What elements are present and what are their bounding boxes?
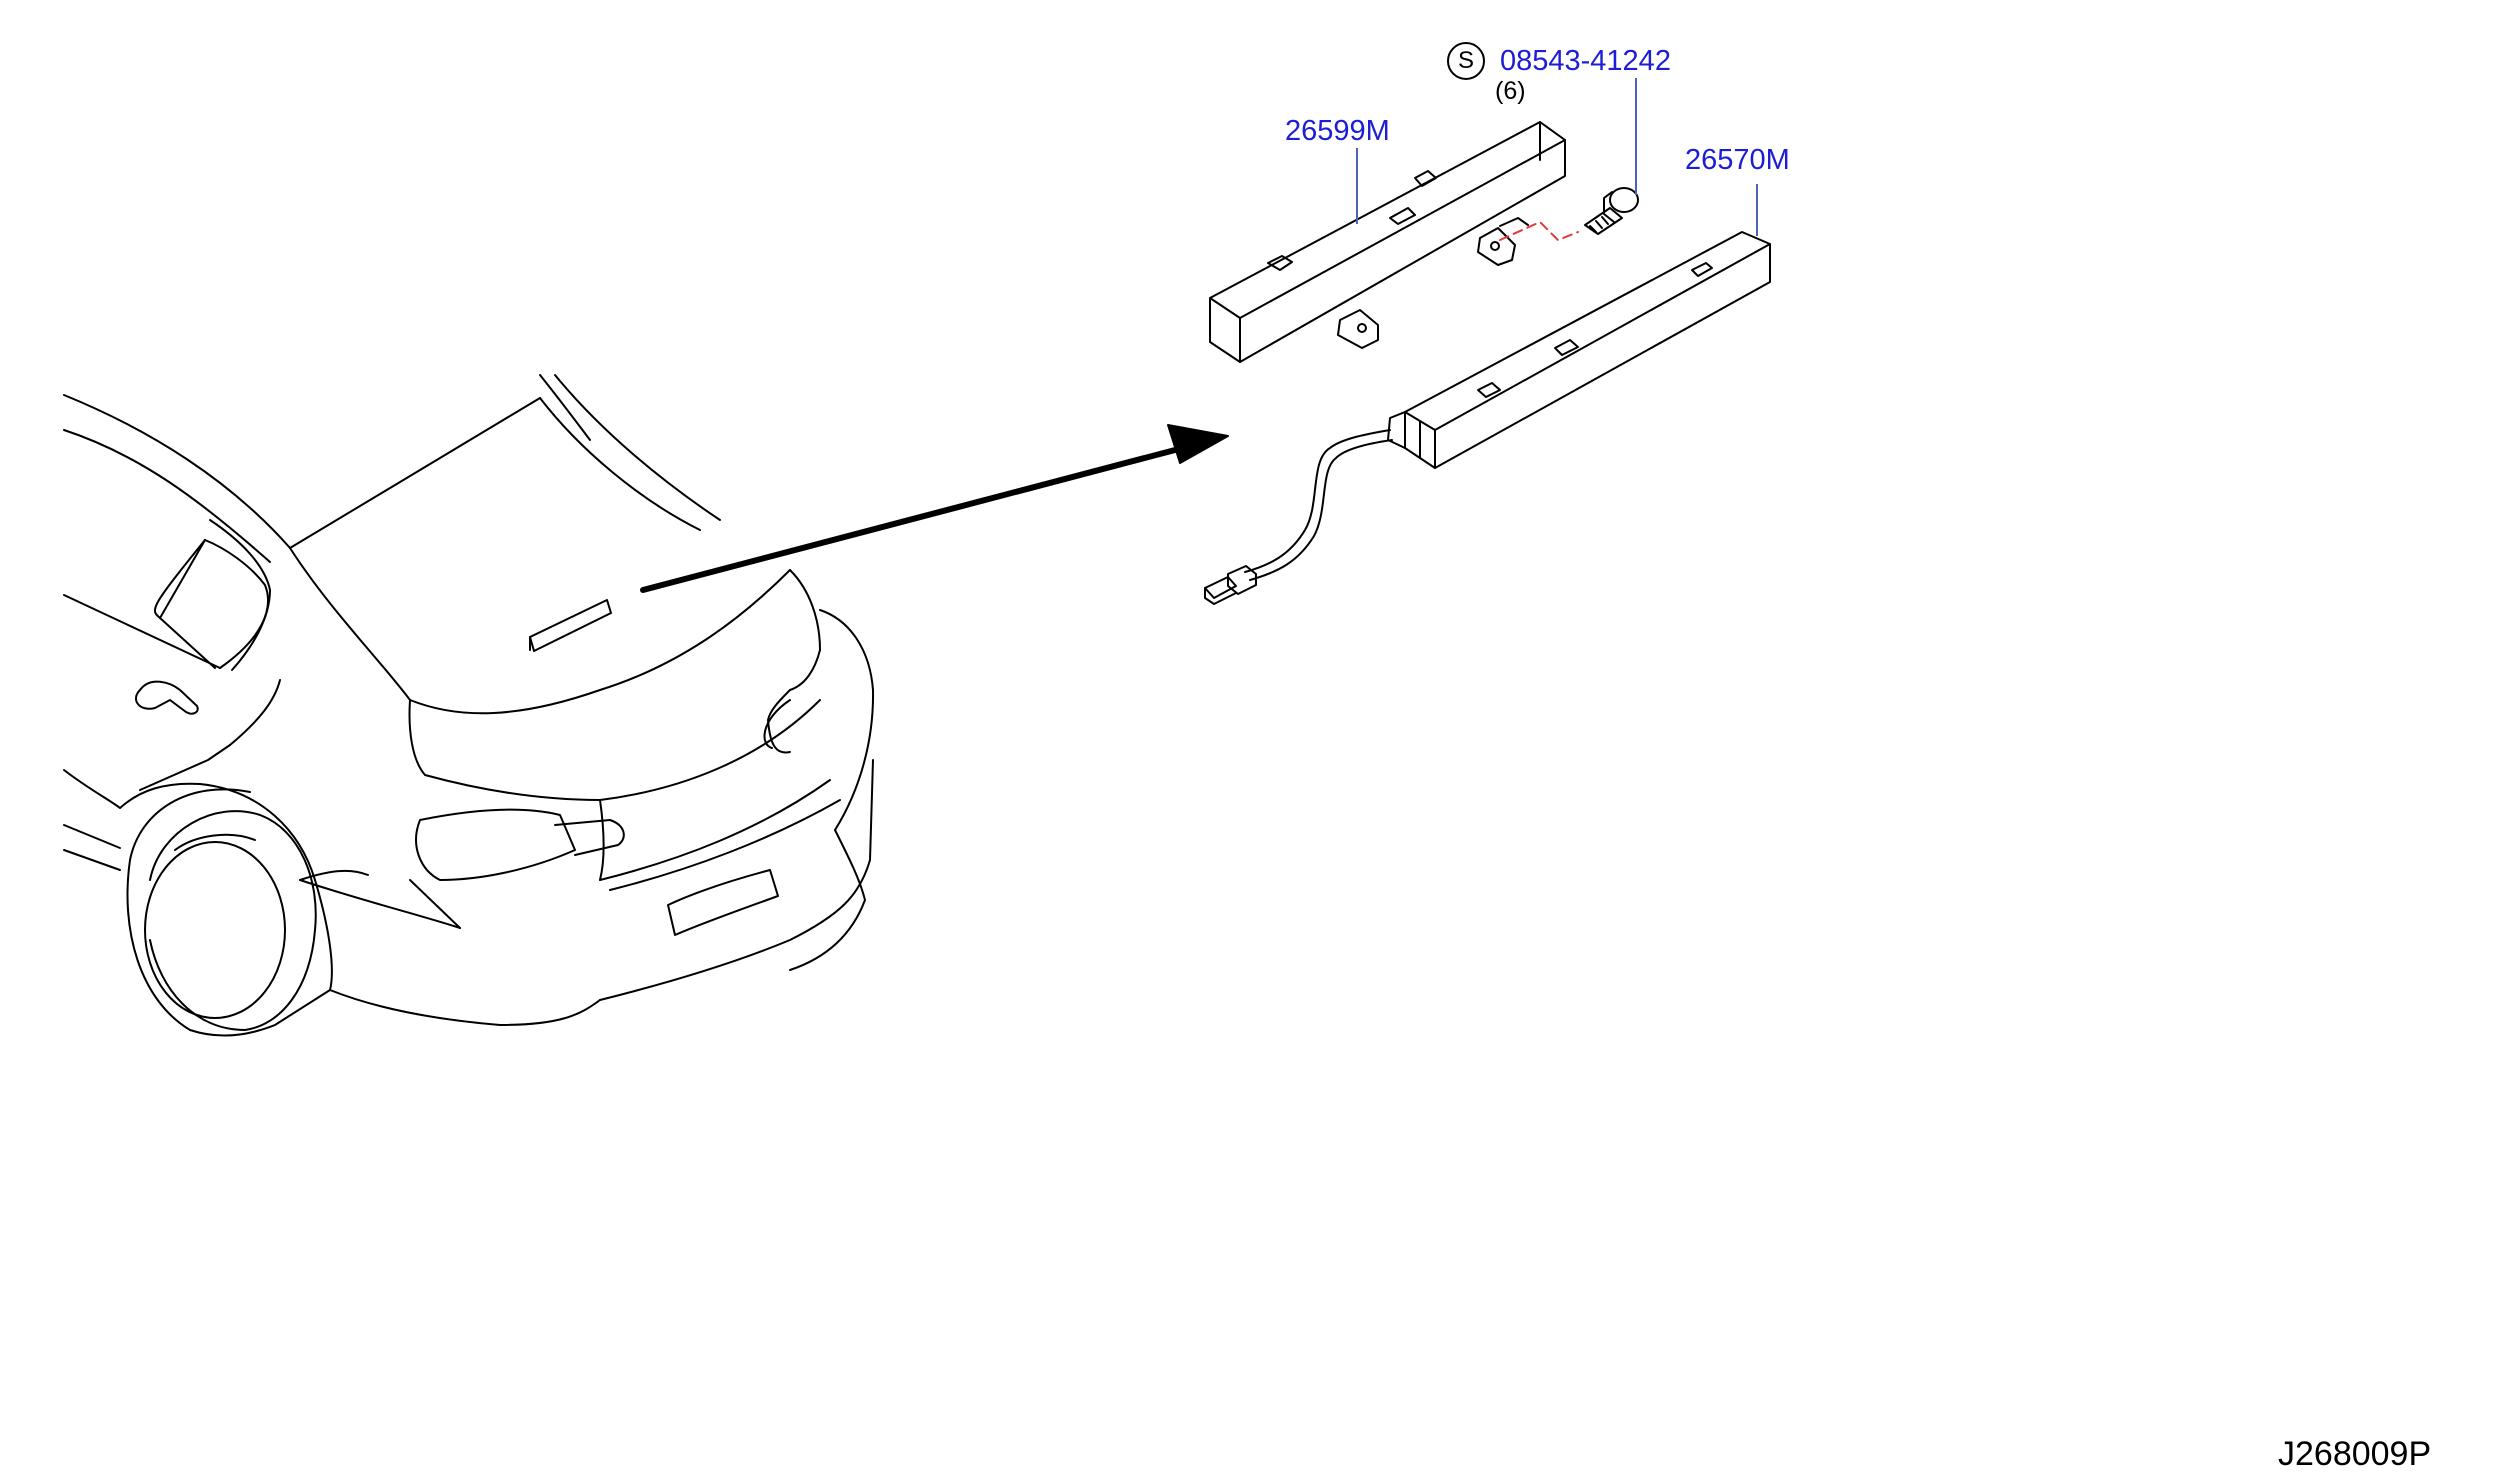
part-number-26599m[interactable]: 26599M <box>1285 115 1390 147</box>
diagram-code: J268009P <box>2278 1435 2432 1473</box>
lamp-26570m-drawing <box>1204 231 1771 605</box>
housing-26599m-drawing <box>1209 121 1566 363</box>
screw-drawing <box>1584 187 1639 235</box>
part-number-08543-41242[interactable]: 08543-41242 <box>1500 45 1671 77</box>
car-illustration <box>63 374 875 1037</box>
s-symbol-badge: S <box>1447 42 1485 80</box>
part-number-26570m[interactable]: 26570M <box>1685 144 1790 176</box>
quantity-label: (6) <box>1495 77 1526 105</box>
fastener-dash-line <box>1499 221 1579 241</box>
leader-lines <box>1356 78 1758 236</box>
callout-arrow <box>640 424 1229 593</box>
